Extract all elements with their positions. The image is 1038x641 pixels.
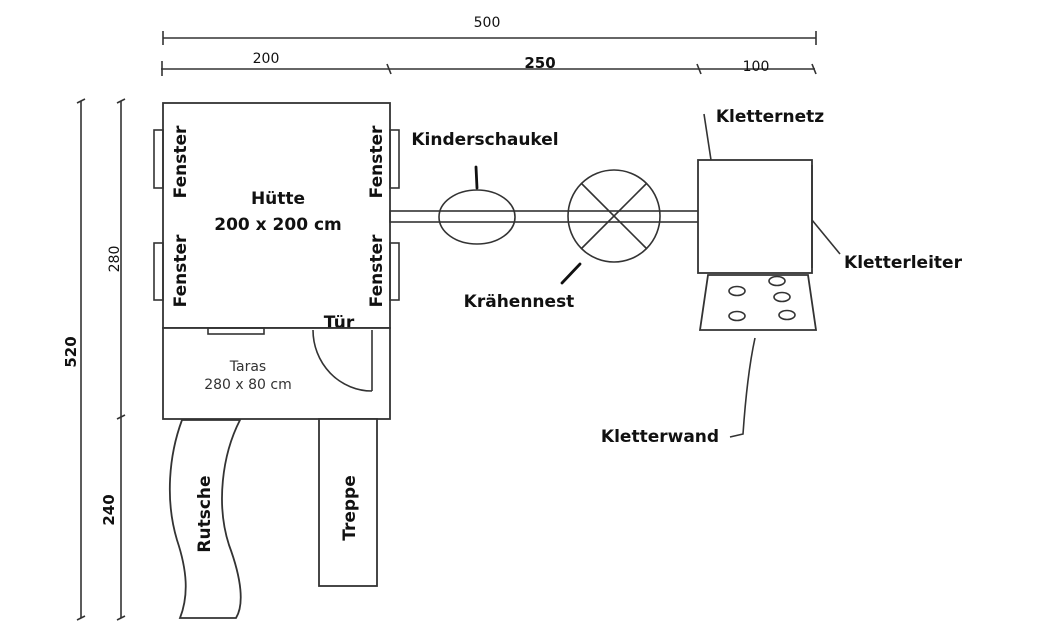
hut: Fenster Fenster Fenster Fenster Hütte 20… [153, 102, 400, 333]
dim-hut-width: 200 [253, 51, 280, 67]
climbing-wall-panel [698, 274, 818, 331]
climbing-ladder-leader-line [811, 219, 841, 255]
swing-leader-line [474, 165, 479, 190]
door-swing-arc [312, 329, 373, 392]
crows-nest-circle [567, 169, 661, 263]
dim-lower-height: 240 [100, 494, 118, 525]
stairs-label: Treppe [340, 475, 360, 541]
crows-nest: Krähennest [464, 169, 661, 312]
terrace-title: Taras [229, 359, 266, 375]
dim-swing-span: 250 [524, 54, 555, 72]
window-label-right-bottom: Fenster [367, 234, 387, 307]
dim-upper-height: 280 [107, 246, 123, 273]
climbing-wall-leader-line [729, 337, 756, 438]
swing-beam [389, 210, 711, 223]
slide: Rutsche [168, 419, 242, 619]
crows-nest-leader-line [560, 262, 582, 285]
dim-total-width: 500 [474, 15, 501, 31]
climbing-wall: Kletterwand [601, 274, 818, 447]
top-dimension-segments: 200 250 100 [161, 51, 817, 76]
window-label-left-top: Fenster [171, 125, 191, 198]
swing-label: Kinderschaukel [411, 130, 558, 150]
dim-net-span: 100 [743, 59, 770, 75]
terrace-window-sill [207, 327, 265, 335]
left-dimension-total: 520 [62, 98, 86, 621]
left-dimension-segments: 280 240 [100, 98, 126, 621]
dim-total-height: 520 [62, 336, 80, 367]
crows-nest-label: Krähennest [464, 292, 575, 312]
window-label-left-bottom: Fenster [171, 234, 191, 307]
climbing-ladder-label: Kletterleiter [844, 253, 963, 273]
climbing-wall-label: Kletterwand [601, 427, 719, 447]
climbing-hold [768, 275, 786, 287]
hut-size: 200 x 200 cm [214, 215, 341, 235]
top-dimension-total: 500 [162, 15, 817, 45]
climbing-hold [728, 310, 746, 322]
hut-title: Hütte [251, 189, 305, 209]
climbing-hold [773, 291, 791, 303]
terrace-size: 280 x 80 cm [204, 377, 292, 393]
swing: Kinderschaukel [411, 130, 559, 245]
window-frame-right-bottom [389, 242, 400, 301]
swing-seat [438, 189, 516, 245]
climbing-net-label: Kletternetz [716, 107, 824, 127]
window-frame-right-top [389, 129, 400, 189]
stairs: Treppe [318, 418, 378, 587]
climbing-net-box [697, 159, 813, 274]
slide-label: Rutsche [195, 475, 215, 552]
climbing-hold [728, 285, 746, 297]
window-label-right-top: Fenster [367, 125, 387, 198]
window-frame-left-bottom [153, 242, 164, 301]
climbing-tower: Kletternetz Kletterleiter [697, 107, 963, 274]
window-frame-left-top [153, 129, 164, 189]
climbing-hold [778, 309, 796, 321]
climbing-net-leader-line [703, 113, 712, 161]
terrace: Taras 280 x 80 cm [162, 327, 391, 420]
